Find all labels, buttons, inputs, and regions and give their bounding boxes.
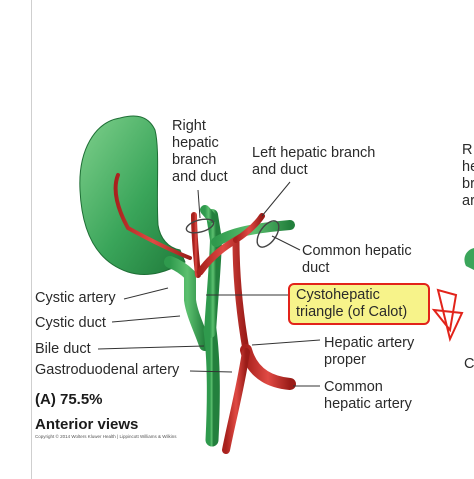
right-hepatic-duct	[200, 205, 217, 223]
label-cystohepatic-triangle: Cystohepatic triangle (of Calot)	[296, 287, 408, 320]
hepatic-artery-proper-path	[196, 233, 250, 354]
calot-highlight-box	[288, 283, 430, 325]
right-hepatic-ring	[185, 218, 215, 234]
page-left-rule	[31, 0, 32, 479]
label-cystic-artery: Cystic artery	[35, 290, 116, 306]
label-right-hepatic: Right hepatic branch and duct	[172, 118, 228, 185]
gallbladder	[79, 115, 186, 276]
label-hepatic-artery-proper: Hepatic artery proper	[324, 335, 415, 368]
leader-lines	[97, 181, 321, 387]
cystic-duct	[164, 256, 211, 351]
view-caption: Anterior views	[35, 416, 139, 433]
right-hepatic-artery	[191, 212, 201, 278]
bile-duct	[203, 323, 220, 447]
star-annotation	[431, 288, 464, 343]
common-hepatic-artery-path	[240, 344, 296, 390]
left-hepatic-ring	[256, 220, 280, 248]
label-common-hepatic-artery: Common hepatic artery	[324, 379, 412, 412]
copyright-text: Copyright © 2014 Wolters Kluwer Health |…	[35, 434, 177, 439]
cutoff-text-bottom: C	[464, 356, 474, 372]
label-gastroduodenal-artery: Gastroduodenal artery	[35, 362, 180, 378]
label-cystic-duct: Cystic duct	[35, 315, 106, 331]
cystic-artery-path	[113, 173, 192, 260]
left-hepatic-artery	[233, 213, 265, 243]
gastroduodenal-artery-path	[222, 348, 250, 454]
label-left-hepatic: Left hepatic branch and duct	[252, 145, 376, 178]
label-common-hepatic-duct: Common hepatic duct	[302, 243, 412, 276]
label-bile-duct: Bile duct	[35, 341, 91, 357]
cutoff-shape	[464, 248, 474, 270]
common-hepatic-duct	[204, 209, 223, 338]
cutoff-text-top: R he br ar	[462, 142, 474, 209]
variant-label: (A) 75.5%	[35, 391, 103, 408]
